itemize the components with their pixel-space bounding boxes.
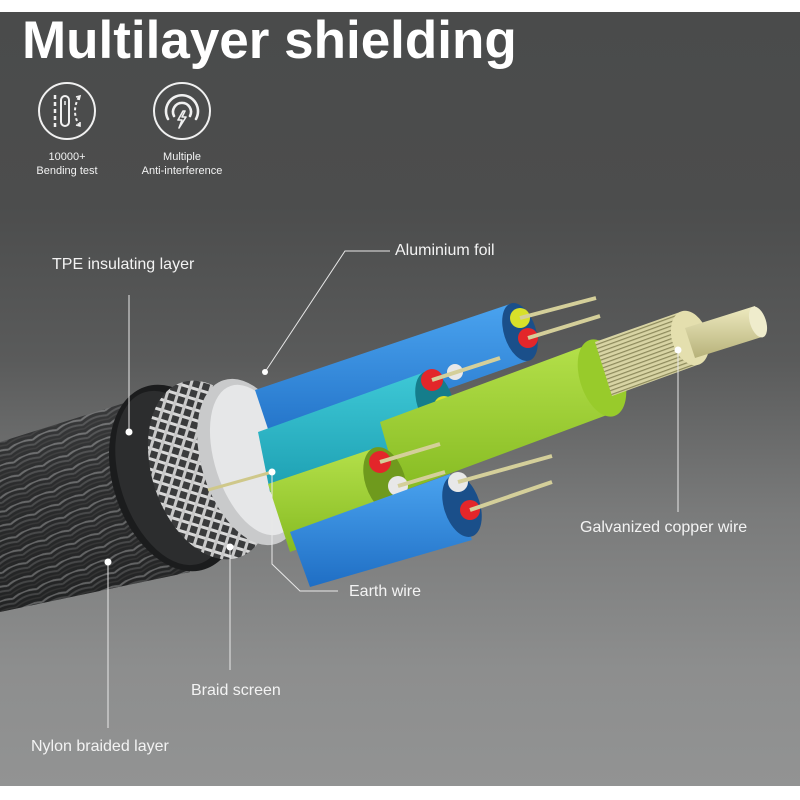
label-earth-wire: Earth wire	[349, 583, 422, 600]
label-aluminium-foil: Aluminium foil	[395, 242, 495, 259]
feature-bending-test: 10000+ Bending test	[7, 82, 127, 178]
label-galvanized-copper-wire: Galvanized copper wire	[580, 519, 748, 536]
cable-cross-section-illustration	[0, 296, 768, 612]
label-nylon-braided-layer: Nylon braided layer	[31, 738, 169, 755]
anti-interference-icon	[153, 82, 211, 140]
feature-value: 10000+	[48, 151, 86, 163]
galvanized-copper-wire	[595, 306, 768, 396]
bending-test-icon	[38, 82, 96, 140]
label-tpe-insulating-layer: TPE insulating layer	[52, 256, 195, 273]
label-braid-screen: Braid screen	[191, 682, 281, 699]
page-title: Multilayer shielding	[22, 12, 517, 70]
feature-value: Multiple	[163, 151, 201, 163]
feature-label: Anti-interference	[141, 165, 223, 177]
earth-wire	[207, 470, 273, 492]
infographic-canvas: Multilayer shielding 10000+ Bending test	[0, 12, 800, 786]
feature-anti-interference: Multiple Anti-interference	[122, 82, 242, 178]
feature-label: Bending test	[36, 165, 98, 177]
